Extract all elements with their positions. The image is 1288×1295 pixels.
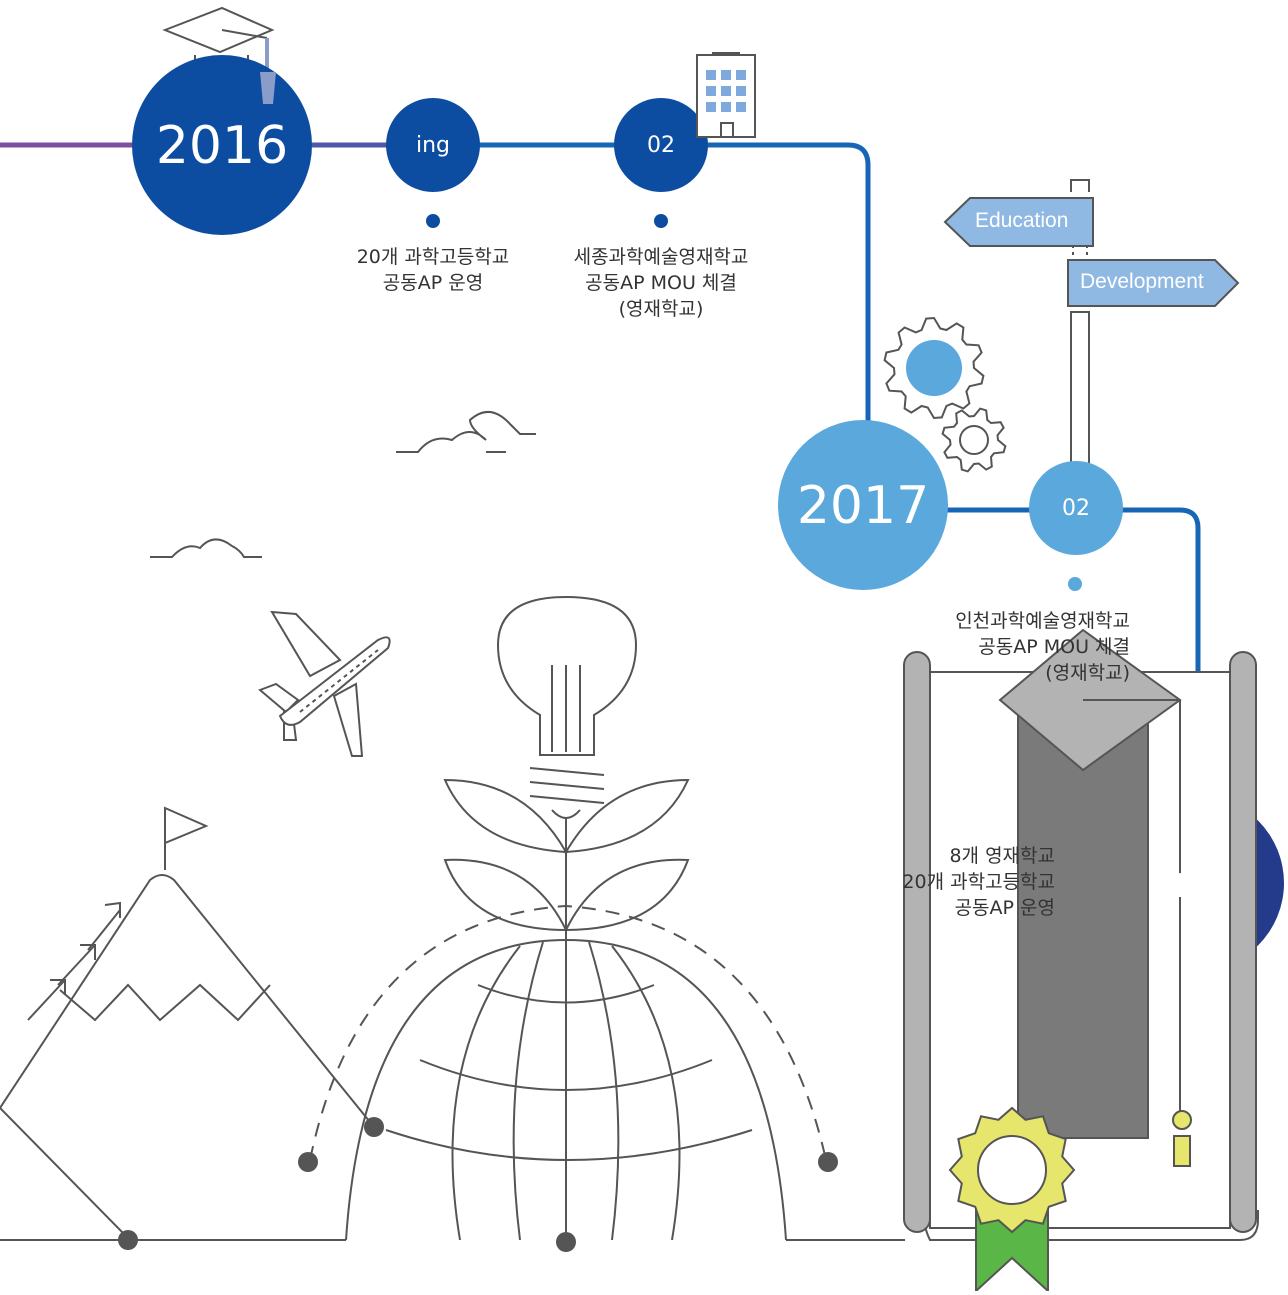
globe-node-outer-left (298, 1152, 318, 1172)
development-sign-label: Development (1080, 270, 1204, 293)
feb-2017-circle (1029, 461, 1123, 555)
mountain-node (118, 1230, 138, 1250)
feb-2016-circle (614, 98, 708, 192)
globe-node-outer-right (818, 1152, 838, 1172)
feb-2017-line-2: 공동AP MOU 체결 (978, 636, 1130, 658)
feb-2017-line-1: 인천과학예술영재학교 (955, 610, 1130, 632)
feb-2016-description: 세종과학예술영재학교 공동AP MOU 체결 (영재학교) (546, 244, 776, 322)
ing-2016-line-2: 공동AP 운영 (382, 272, 484, 294)
year-2017-circle (778, 420, 948, 590)
ing-2016-dot (426, 214, 440, 228)
award-ribbon-icon (948, 1106, 1076, 1294)
ing-2016-circle (386, 98, 480, 192)
ing-current-line-3: 공동AP 운영 (954, 897, 1055, 919)
feb-2016-line-1: 세종과학예술영재학교 (573, 246, 749, 268)
ing-2016-line-1: 20개 과학고등학교 (356, 246, 510, 268)
cloud-icon (150, 411, 536, 558)
mountain-flag-icon (0, 806, 375, 1239)
timeline-line-2016 (470, 142, 871, 440)
year-2017-label: 2017 (796, 476, 930, 536)
feb-2016-badge: 02 (647, 133, 675, 158)
feb-2016-line-2: 공동AP MOU 체결 (585, 272, 737, 294)
ing-current-description: 8개 영재학교 20개 과학고등학교 공동AP 운영 (830, 843, 1055, 921)
diploma-scroll-icon (903, 628, 1259, 1241)
year-2016-label: 2016 (155, 116, 289, 176)
feb-2016-line-3: (영재학교) (618, 298, 704, 320)
feb-2016-dot (654, 214, 668, 228)
timeline-line-2017b (1110, 507, 1201, 830)
timeline-connectors (0, 142, 1201, 830)
cap-tassel (260, 72, 276, 104)
ing-current-badge: ing (1161, 857, 1231, 908)
airplane-icon (258, 610, 391, 757)
feb-2017-description: 인천과학예술영재학교 공동AP MOU 체결 (영재학교) (880, 608, 1130, 686)
development-sign (1067, 259, 1240, 307)
education-sign (943, 197, 1094, 247)
lightbulb-plant-icon (443, 595, 690, 1240)
globe-node-bottom (556, 1232, 576, 1252)
signpost-icon (943, 179, 1240, 473)
building-icon (696, 52, 756, 138)
feb-2017-line-3: (영재학교) (1045, 662, 1130, 684)
ing-current-line-1: 8개 영재학교 (949, 845, 1055, 867)
feb-2017-badge: 02 (1062, 496, 1090, 521)
ing-2016-description: 20개 과학고등학교 공동AP 운영 (333, 244, 533, 296)
feb-2017-dot (1068, 577, 1082, 591)
gears-icon (883, 316, 1007, 473)
ing-2016-badge: ing (415, 133, 451, 158)
ing-current-line-2: 20개 과학고등학교 (902, 871, 1055, 893)
education-sign-label: Education (975, 209, 1069, 232)
gear-small-hub (959, 425, 989, 455)
globe-icon (309, 904, 827, 1241)
